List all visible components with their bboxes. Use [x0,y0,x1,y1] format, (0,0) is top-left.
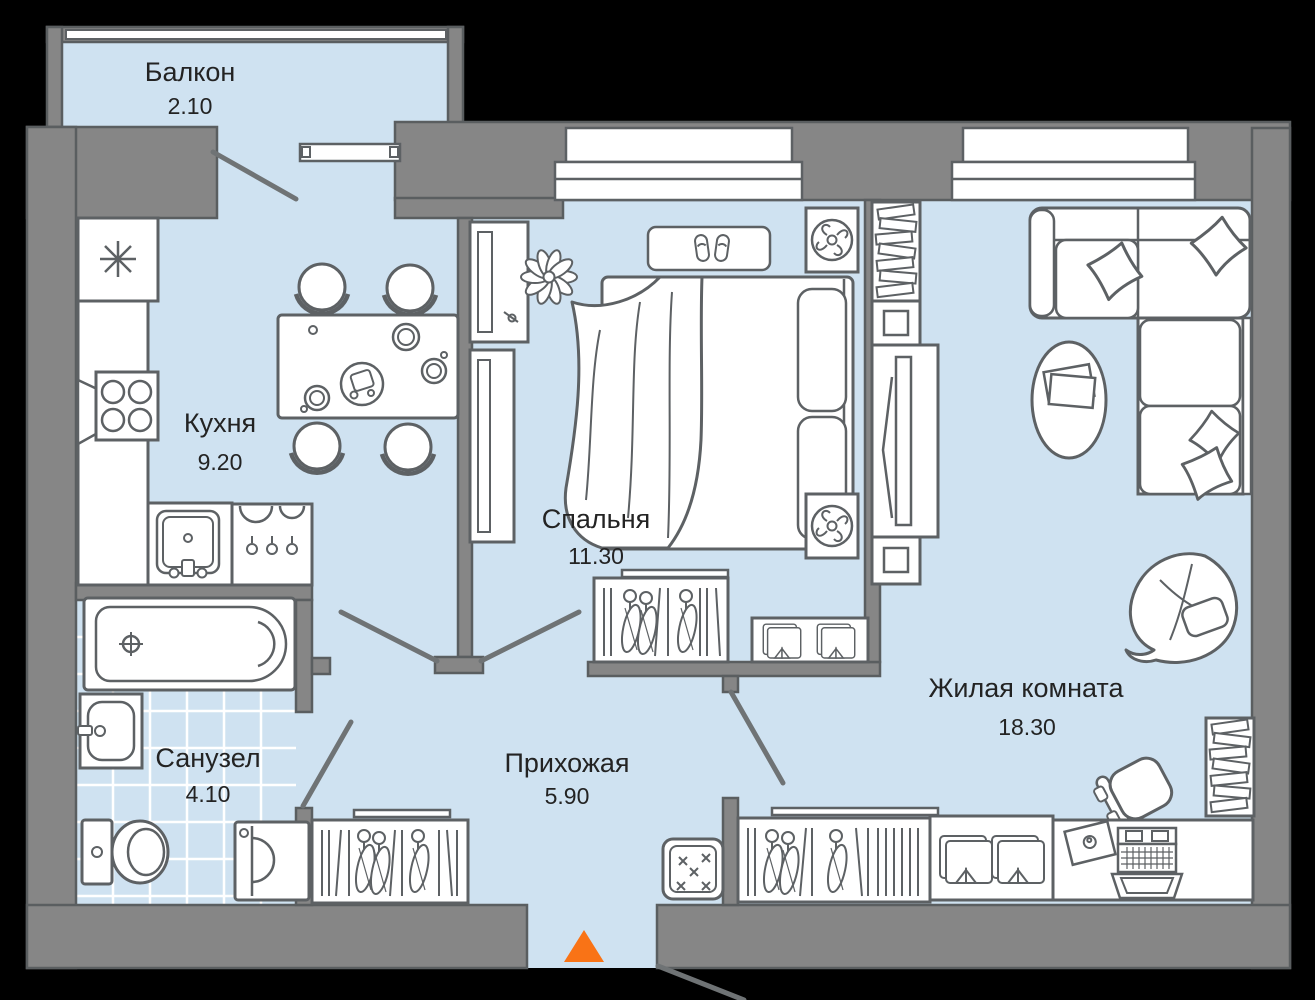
left-outer-wall [25,125,78,970]
entrance-arrow-icon [564,930,604,962]
doormat [661,837,725,901]
bookshelf [1204,716,1256,818]
kitchen-area: 9.20 [198,449,243,475]
pillar-top-mid [393,196,565,220]
bathroom-fixtures [77,596,311,902]
room-label-hallway: Прихожая 5.90 [504,748,629,809]
balcony-name: Балкон [145,57,236,87]
balcony-glazing-window [65,29,447,40]
bathroom-name: Санузел [155,743,260,773]
kitchen-stove-unit [230,502,314,587]
hall-wardrobe-right [736,806,940,904]
bathtub [82,596,297,692]
room-label-bedroom: Спальня 11.30 [542,504,651,569]
nightstand-top [804,206,860,274]
kitchen-name: Кухня [184,408,256,438]
kitchen-door [338,609,440,664]
hallway-furniture [310,806,1055,905]
living-room-door [728,689,786,786]
hall-wardrobe-left [310,808,470,905]
kitchen-counter [76,299,150,587]
bathroom-wall-nub [310,656,332,676]
balcony-right-wall [446,25,465,129]
bottom-wall-left [25,903,529,970]
kitchen-sink-cabinet [146,501,234,587]
bathroom-door [300,719,354,809]
beanbag-pillow [1181,596,1229,638]
kitchen-furniture [76,216,460,587]
balcony-floor [62,42,448,130]
bedroom-window-recess [564,126,794,164]
nightstand-bottom [804,492,860,560]
bedroom-window-frame [553,160,804,202]
toilet [80,818,170,886]
entrance-door [655,963,747,1000]
desk [1051,818,1255,902]
bathroom-area: 4.10 [186,781,231,807]
hallway-name: Прихожая [504,748,629,778]
mousepad [1063,819,1117,867]
beanbag-chair [1124,552,1239,664]
corner-sofa [1028,206,1253,511]
office-chair [1093,756,1174,831]
living-room-name: Жилая комната [928,673,1124,703]
double-bed [563,275,855,551]
bathroom-right-wall-upper [294,598,314,714]
balcony-area: 2.10 [168,93,213,119]
washbasin [77,692,144,770]
cooktop [94,370,160,442]
room-labels: Балкон 2.10 Кухня 9.20 Спальня 11.30 Жил… [145,57,1125,809]
bedroom-name: Спальня [542,504,651,534]
right-outer-wall [1250,126,1292,970]
bedroom-furniture [468,206,870,664]
living-window-recess [961,126,1190,164]
bedroom-drawer-unit [750,616,870,664]
pillow-top [796,287,848,413]
hallway-area: 5.90 [545,783,590,809]
door-stub-kitchen-bedroom [433,655,485,675]
dining-table-set [276,264,460,474]
bedroom-area: 11.30 [568,543,624,569]
living-window-frame [950,160,1197,202]
bedside-rug [646,225,772,272]
washing-machine [233,820,311,902]
windows [298,126,1197,202]
doors [210,149,786,1000]
living-room-area: 18.30 [998,714,1056,740]
bottom-wall-right [655,903,1292,970]
room-label-kitchen: Кухня 9.20 [184,408,256,475]
radiator [298,142,402,163]
bedroom-south-wall [586,660,882,678]
bedroom-cabinet-upper [468,220,530,344]
room-label-bathroom: Санузел 4.10 [155,743,260,807]
bedroom-wardrobe [592,568,730,664]
bedroom-cabinet-lower [468,348,516,544]
balcony-door [210,149,299,202]
hall-drawer-unit [928,814,1055,902]
living-room-furniture [870,200,1256,902]
bedroom-door [478,609,582,664]
entrance-wardrobe-stub [721,796,740,907]
laptop [1110,826,1184,900]
room-label-living-room: Жилая комната 18.30 [928,673,1124,740]
snowflake-icon [100,241,136,277]
tv-stand [870,200,940,586]
room-label-balcony: Балкон 2.10 [145,57,236,119]
coffee-table [1030,340,1108,460]
potted-plant [520,249,578,305]
balcony-left-wall [45,25,64,129]
